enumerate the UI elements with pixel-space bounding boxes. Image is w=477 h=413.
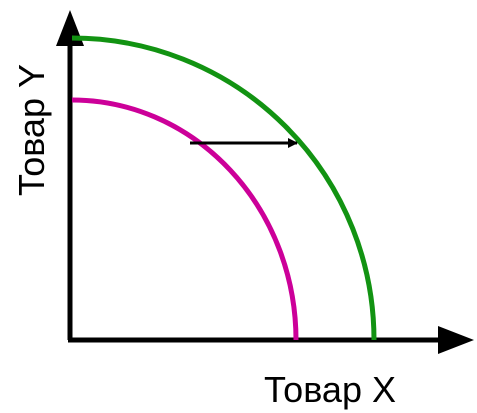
- initial-ppf-curve: [71, 97, 299, 341]
- y-axis-arrowhead: [56, 10, 84, 46]
- y-axis-label: Товар Y: [11, 64, 52, 196]
- shifted-ppf-curve: [71, 35, 377, 341]
- x-axis-label: Товар X: [264, 369, 396, 410]
- x-axis-arrowhead: [438, 326, 474, 354]
